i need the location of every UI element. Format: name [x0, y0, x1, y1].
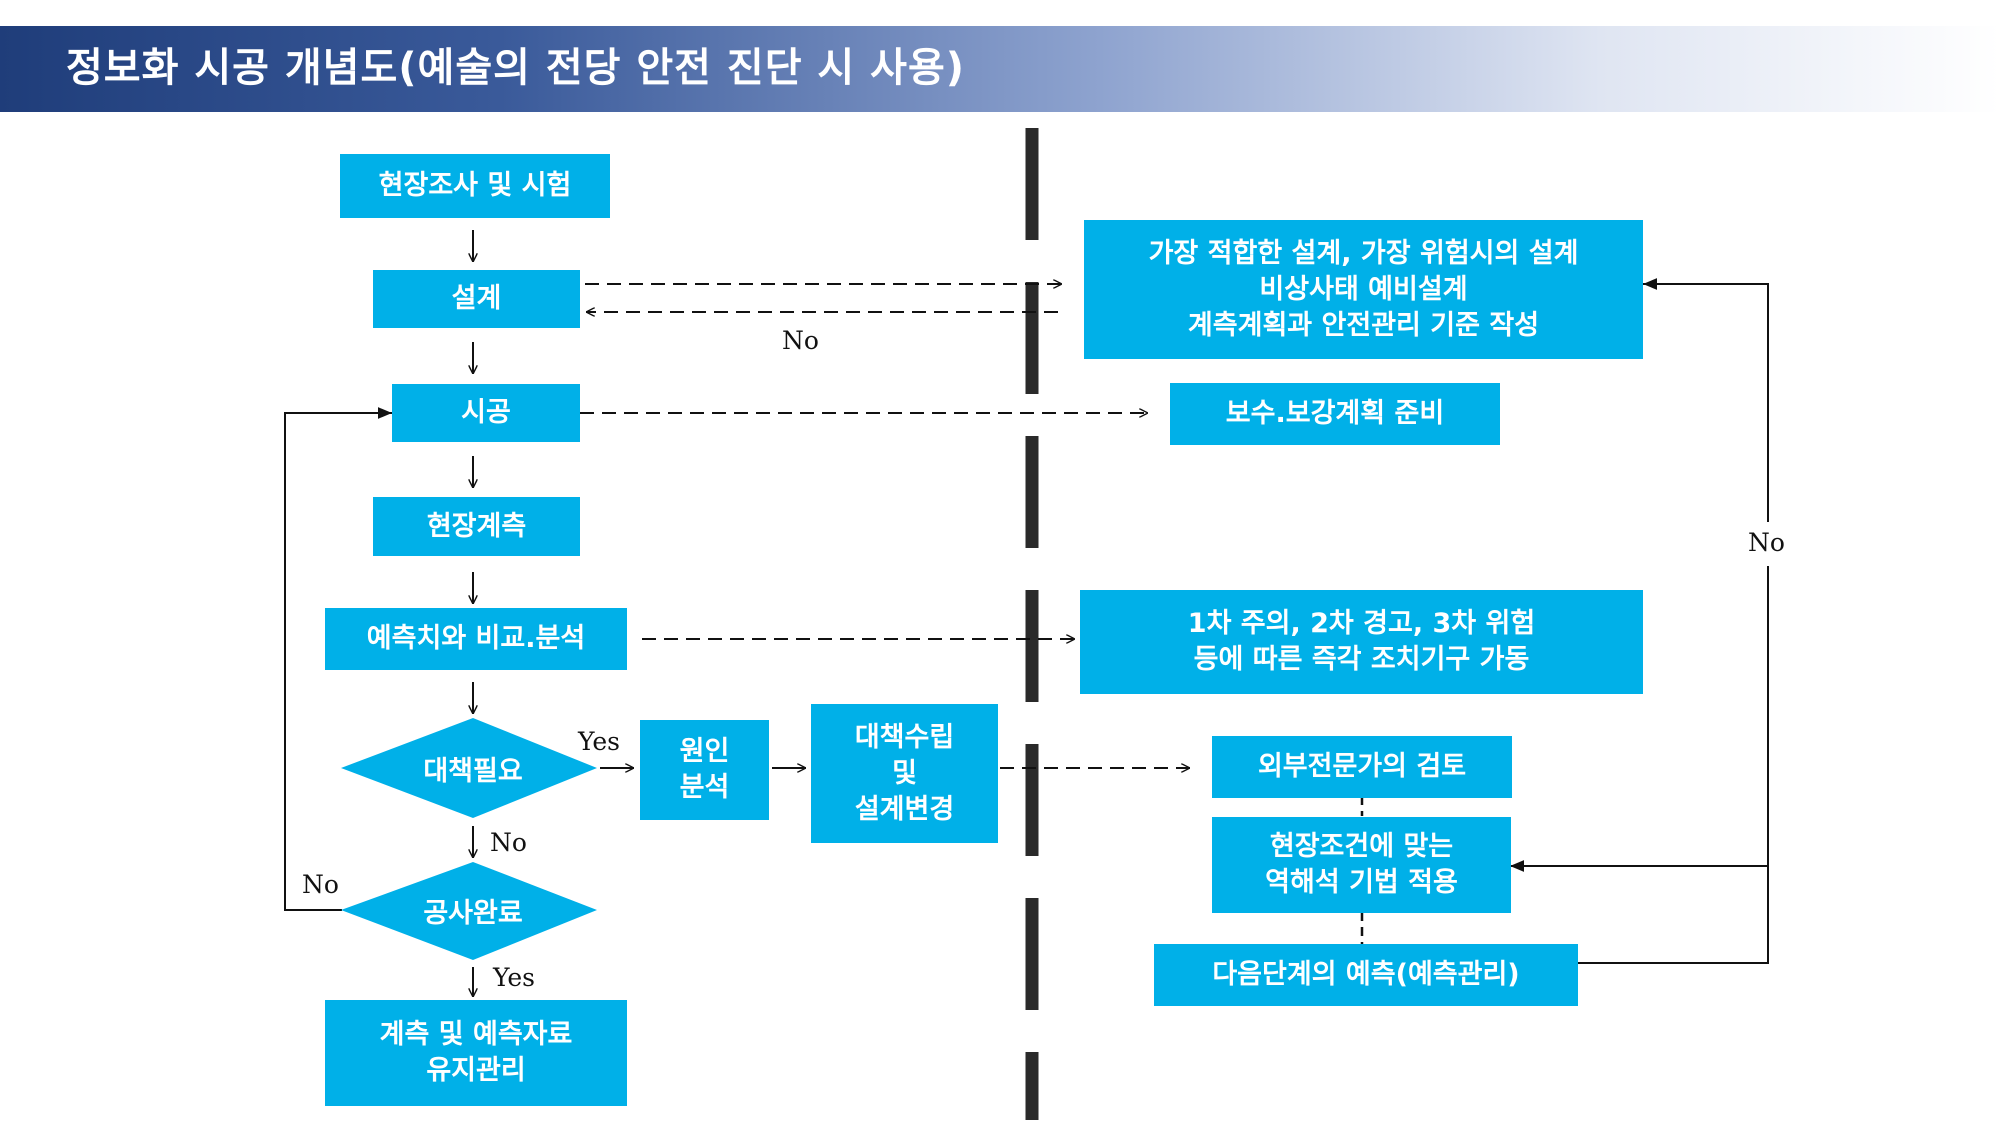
- label-no-countermeasure: No: [490, 828, 527, 857]
- box-maintenance: 계측 및 예측자료 유지관리: [325, 1000, 627, 1106]
- box-countermeasure-design-change: 대책수립 및 설계변경: [811, 704, 998, 843]
- box-cause-analysis: 원인 분석: [640, 720, 769, 820]
- label-no-right-loop: No: [1748, 528, 1785, 557]
- box-design-plan: 가장 적합한 설계, 가장 위험시의 설계 비상사태 예비설계 계측계획과 안전…: [1084, 220, 1643, 359]
- box-site-survey: 현장조사 및 시험: [340, 154, 610, 218]
- box-expert-review: 외부전문가의 검토: [1212, 736, 1512, 798]
- box-design: 설계: [373, 270, 580, 328]
- box-compare-analysis: 예측치와 비교.분석: [325, 608, 627, 670]
- decision-construction-complete: [341, 862, 597, 960]
- no-label-background: [1742, 522, 1794, 566]
- decision-countermeasure-needed: [341, 718, 597, 818]
- loop-no-to-construction: [284, 407, 392, 911]
- box-alert-levels: 1차 주의, 2차 경고, 3차 위험 등에 따른 즉각 조치기구 가동: [1080, 590, 1643, 694]
- box-repair-plan: 보수.보강계획 준비: [1170, 383, 1500, 445]
- decision-countermeasure-label: 대책필요: [423, 755, 523, 787]
- label-yes-countermeasure: Yes: [578, 727, 620, 756]
- box-field-measurement: 현장계측: [373, 497, 580, 556]
- loop-next-to-plan: [1578, 278, 1769, 964]
- decision-complete-label: 공사완료: [423, 897, 523, 929]
- page-header: 정보화 시공 개념도(예술의 전당 안전 진단 시 사용): [0, 26, 2000, 112]
- box-construction: 시공: [392, 384, 580, 442]
- label-no-complete: No: [302, 870, 339, 899]
- label-no-design: No: [782, 326, 819, 355]
- page-title: 정보화 시공 개념도(예술의 전당 안전 진단 시 사용): [66, 45, 966, 91]
- box-back-analysis: 현장조건에 맞는 역해석 기법 적용: [1212, 817, 1511, 913]
- label-yes-complete: Yes: [493, 963, 535, 992]
- box-next-prediction: 다음단계의 예측(예측관리): [1154, 944, 1578, 1006]
